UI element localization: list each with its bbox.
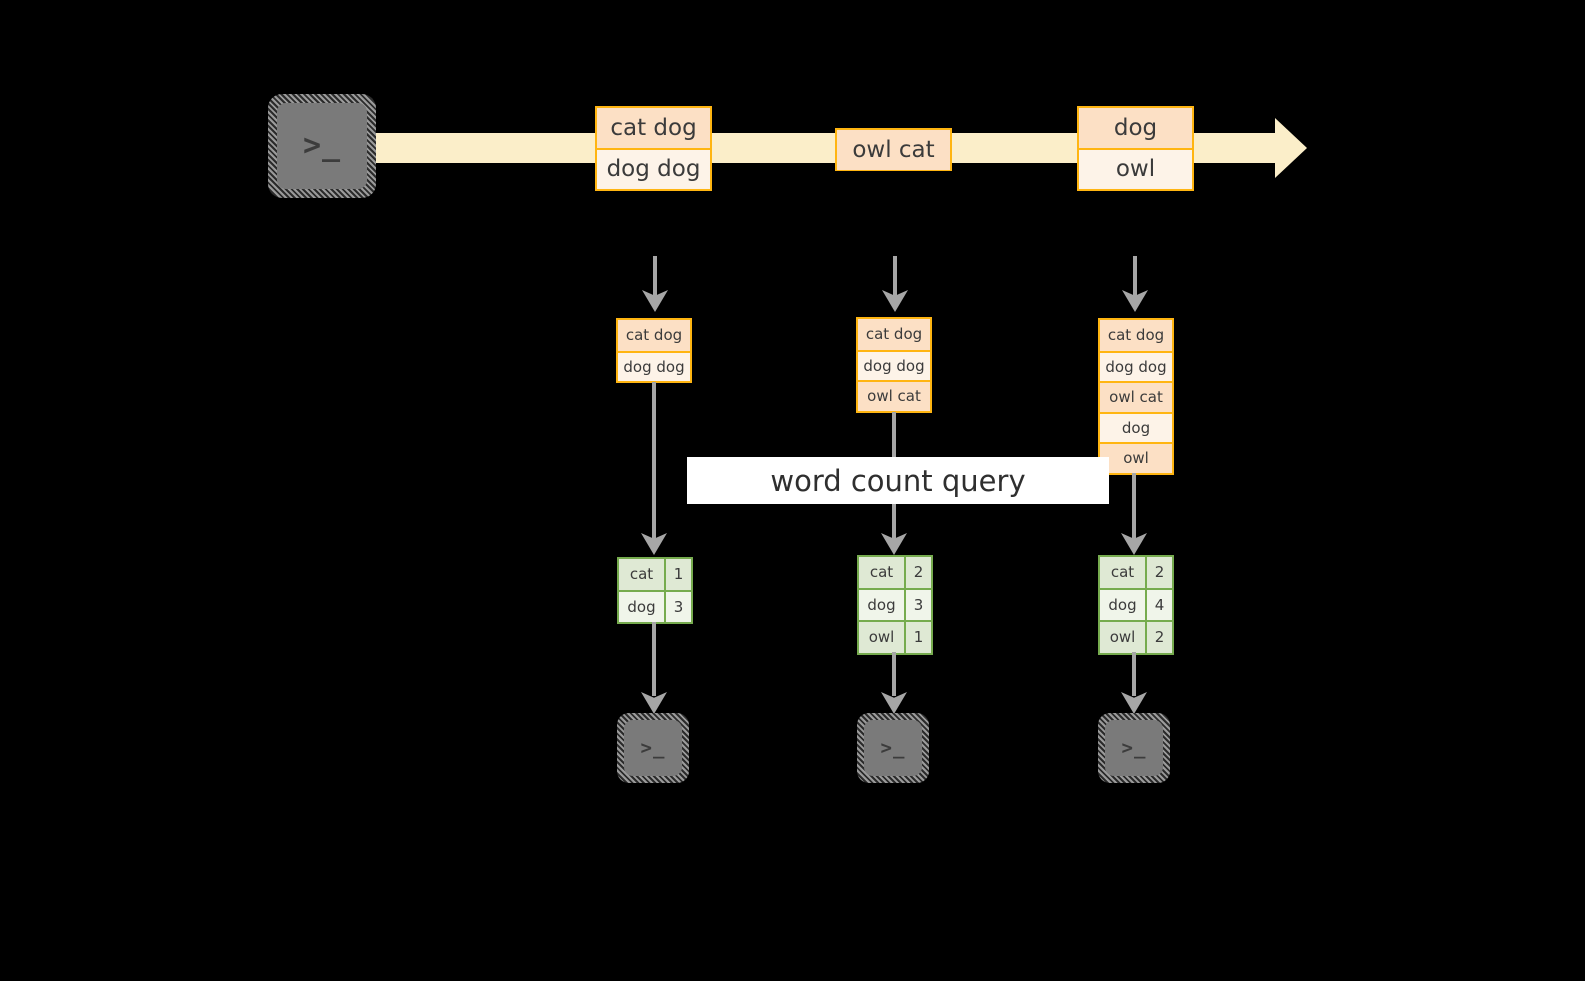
stream-record-line: dog (1079, 108, 1192, 148)
accumulated-line: cat dog (858, 319, 930, 350)
stream-record-line: dog dog (597, 148, 710, 188)
count-cell: 2 (1145, 622, 1172, 653)
sink-terminal-glyph: >_ (640, 736, 666, 759)
word-count-table-t2[interactable]: cat 2 dog 3 owl 1 (857, 555, 933, 655)
word-cell: owl (859, 622, 904, 653)
word-cell: dog (859, 589, 904, 620)
sink-arrow-line-1 (652, 622, 656, 696)
accumulated-line: owl cat (1100, 381, 1172, 412)
sink-arrow-line-3 (1132, 652, 1136, 696)
count-cell: 2 (904, 557, 931, 588)
accumulated-stack-t3[interactable]: cat dog dog dog owl cat dog owl (1098, 318, 1174, 475)
query-label: word count query (770, 463, 1026, 498)
table-row: cat 2 (859, 557, 931, 588)
accumulated-line: cat dog (618, 320, 690, 351)
accumulated-line: dog (1100, 411, 1172, 442)
stream-record-line: cat dog (597, 108, 710, 148)
stream-record-3[interactable]: dog owl (1077, 106, 1194, 191)
tap-arrow-line-2 (893, 256, 897, 298)
count-cell: 3 (664, 591, 691, 622)
word-cell: cat (859, 557, 904, 588)
table-row: cat 1 (619, 559, 691, 590)
query-arrow-line-3 (1132, 473, 1136, 542)
count-cell: 1 (664, 559, 691, 590)
word-count-table-t1[interactable]: cat 1 dog 3 (617, 557, 693, 624)
word-cell: cat (1100, 557, 1145, 588)
stream-record-2[interactable]: owl cat (835, 128, 952, 171)
accumulated-line: dog dog (1100, 350, 1172, 381)
stream-record-1[interactable]: cat dog dog dog (595, 106, 712, 191)
query-label-band: word count query (687, 457, 1109, 504)
word-count-table-t3[interactable]: cat 2 dog 4 owl 2 (1098, 555, 1174, 655)
accumulated-stack-t1[interactable]: cat dog dog dog (616, 318, 692, 383)
accumulated-line: owl cat (858, 380, 930, 411)
accumulated-stack-t2[interactable]: cat dog dog dog owl cat (856, 317, 932, 413)
sink-terminal-glyph: >_ (880, 736, 906, 759)
table-row: owl 1 (859, 620, 931, 653)
stream-record-line: owl (1079, 148, 1192, 188)
count-cell: 2 (1145, 557, 1172, 588)
table-row: cat 2 (1100, 557, 1172, 588)
count-cell: 4 (1145, 589, 1172, 620)
tap-arrow-line-1 (653, 256, 657, 298)
sink-terminal-icon-t2[interactable]: >_ (857, 713, 929, 783)
accumulated-line: owl (1100, 442, 1172, 473)
table-row: dog 4 (1100, 587, 1172, 620)
word-cell: cat (619, 559, 664, 590)
table-row: dog 3 (619, 589, 691, 622)
count-cell: 1 (904, 622, 931, 653)
accumulated-line: cat dog (1100, 320, 1172, 351)
word-cell: dog (619, 591, 664, 622)
word-cell: owl (1100, 622, 1145, 653)
sink-terminal-icon-t1[interactable]: >_ (617, 713, 689, 783)
query-arrow-line-1 (652, 382, 656, 542)
accumulated-line: dog dog (618, 350, 690, 381)
count-cell: 3 (904, 589, 931, 620)
sink-terminal-icon-t3[interactable]: >_ (1098, 713, 1170, 783)
stream-arrowhead (1275, 118, 1307, 178)
table-row: dog 3 (859, 587, 931, 620)
word-cell: dog (1100, 589, 1145, 620)
sink-arrow-line-2 (892, 652, 896, 696)
source-terminal-icon[interactable]: >_ (268, 94, 376, 198)
sink-terminal-glyph: >_ (1121, 736, 1147, 759)
tap-arrow-line-3 (1133, 256, 1137, 298)
table-row: owl 2 (1100, 620, 1172, 653)
accumulated-line: dog dog (858, 349, 930, 380)
source-terminal-glyph: >_ (302, 128, 342, 163)
stream-record-line: owl cat (837, 130, 950, 170)
